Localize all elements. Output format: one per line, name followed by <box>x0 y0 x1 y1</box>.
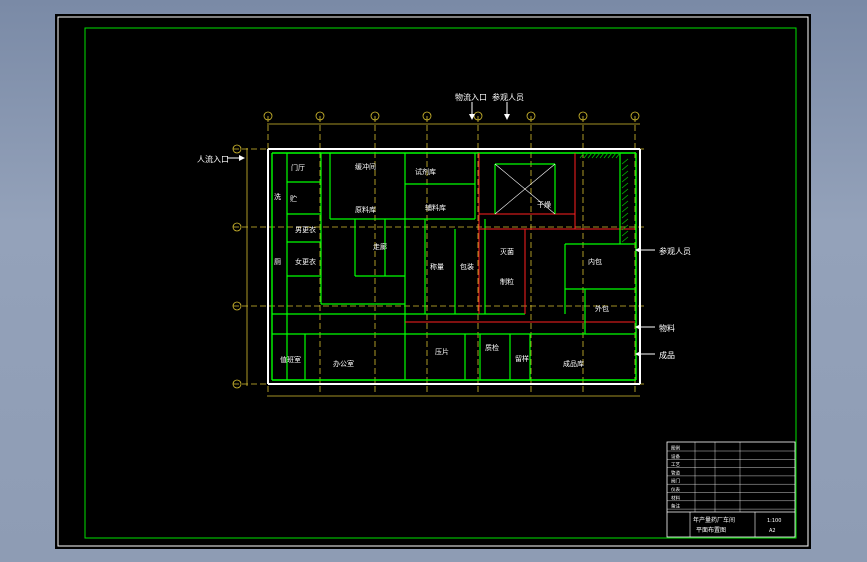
hatch-top-5 <box>599 152 605 159</box>
room-label-male: 男更衣 <box>295 225 316 234</box>
room-label-retain: 留样 <box>515 354 529 363</box>
hatch-right-9 <box>621 212 629 219</box>
room-label-wash: 洗 <box>274 192 281 201</box>
title-block-subtitle: 平面布置图 <box>696 526 726 534</box>
hatch-right-4 <box>621 182 629 189</box>
room-label-raw: 原料库 <box>355 205 376 214</box>
hatch-right-6 <box>621 194 629 201</box>
title-block-frame <box>666 441 796 538</box>
title-row-text-0: 图例 <box>671 445 680 452</box>
hatch-top-3 <box>591 152 597 159</box>
room-label-outer: 外包 <box>595 304 609 313</box>
label-top-entry-left: 物流入口 <box>455 92 487 102</box>
title-block-title: 年产量药厂车间 <box>693 516 735 524</box>
title-row-text-7: 备注 <box>671 503 680 510</box>
axis-bubble-col-1 <box>263 111 273 121</box>
sheet-border-outer <box>57 16 809 547</box>
axis-bubble-col-8 <box>630 111 640 121</box>
room-label-qc: 质检 <box>485 343 499 352</box>
room-label-female: 女更衣 <box>295 257 316 266</box>
room-label-dry: 干燥 <box>537 200 551 209</box>
arrowhead-right-visitor <box>635 247 641 253</box>
sheet-border-inner <box>84 27 797 539</box>
label-right-material: 物料 <box>659 323 675 333</box>
hatch-top-0 <box>579 152 585 159</box>
hatch-right-13 <box>621 236 629 243</box>
axis-bubble-col-4 <box>422 111 432 121</box>
hatch-right-0 <box>621 158 629 165</box>
room-label-weigh: 称量 <box>430 262 444 271</box>
room-label-finished: 成品库 <box>563 359 584 368</box>
axis-bubble-col-6 <box>526 111 536 121</box>
entry-annotations: 物流入口 参观人员 人流入口 参观人员 物料 成品 <box>197 92 691 360</box>
hatch-top-4 <box>595 152 601 159</box>
room-label-lobby: 门厅 <box>291 163 305 172</box>
hatch-right-7 <box>621 200 629 207</box>
arrowhead-right-product <box>635 351 641 357</box>
title-row-text-3: 管道 <box>671 469 680 476</box>
hatch-right-1 <box>621 164 629 171</box>
title-row-text-5: 仪表 <box>671 486 680 493</box>
arrowhead-left-entry <box>239 155 245 161</box>
room-label-mix: 制粒 <box>500 277 514 286</box>
axis-bubble-row-2 <box>232 222 242 232</box>
hatch-right-5 <box>621 188 629 195</box>
title-row-text-4: 阀门 <box>671 478 680 485</box>
title-row-text-2: 工艺 <box>671 462 680 468</box>
room-label-duty: 值班室 <box>280 355 301 364</box>
room-label-corr: 走廊 <box>373 242 387 251</box>
label-right-visitor: 参观人员 <box>659 246 691 256</box>
hatch-right-8 <box>621 206 629 213</box>
room-label-pack: 包装 <box>460 262 474 271</box>
room-label-tablet: 压片 <box>435 347 449 356</box>
axis-bubble-col-2 <box>315 111 325 121</box>
axis-bubble-col-7 <box>578 111 588 121</box>
room-label-guard: 缓冲间 <box>355 162 376 171</box>
room-label-store: 贮 <box>290 194 297 203</box>
hatch-right-2 <box>621 170 629 177</box>
hatch-top-1 <box>583 152 589 159</box>
arrowhead-right-material <box>635 324 641 330</box>
room-label-aux: 辅料库 <box>425 203 446 212</box>
hatch-right-12 <box>621 230 629 237</box>
wall-50 <box>494 163 556 215</box>
label-top-entry-right: 参观人员 <box>492 92 524 102</box>
arrowhead-top-right <box>504 114 510 120</box>
title-block-sheet: A2 <box>769 528 776 534</box>
room-label-office: 办公室 <box>333 359 354 368</box>
hatch-top-2 <box>587 152 593 159</box>
axis-bubble-row-1 <box>232 144 242 154</box>
title-block-scale: 1:100 <box>767 518 781 524</box>
axis-bubble-row-3 <box>232 301 242 311</box>
hatch-top-8 <box>611 152 617 159</box>
arrowhead-top-left <box>469 114 475 120</box>
title-row-text-1: 设备 <box>671 453 680 460</box>
hatch-top-6 <box>603 152 609 159</box>
title-row-text-6: 材料 <box>671 494 680 501</box>
hatch-right-3 <box>621 176 629 183</box>
axis-bubble-col-3 <box>370 111 380 121</box>
axis-bubble-row-4 <box>232 379 242 389</box>
room-label-inner: 内包 <box>588 257 602 266</box>
room-label-reagent: 试剂库 <box>415 167 436 176</box>
label-right-product: 成品 <box>659 350 675 360</box>
hatch-top-9 <box>615 152 621 159</box>
room-label-toilet: 厕 <box>274 258 281 266</box>
room-label-ster: 灭菌 <box>500 247 514 256</box>
walls <box>267 148 641 385</box>
label-left-entry: 人流入口 <box>197 154 229 164</box>
hatch-top-7 <box>607 152 613 159</box>
hatch-right-10 <box>621 218 629 225</box>
hatch-right-11 <box>621 224 629 231</box>
drawing-viewport[interactable]: 门厅厕 洗男更衣女更衣办公室 值班室 贮 缓冲间走廊 试剂库原料库 辅料库称量 包装 干燥灭菌制… <box>55 14 811 549</box>
